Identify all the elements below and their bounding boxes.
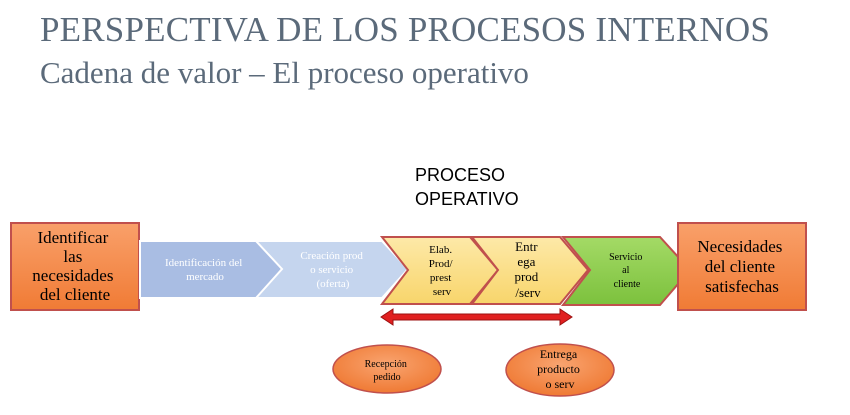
svg-text:Creación prod o servicio: Creación prod o servicio (oferta) <box>300 250 365 290</box>
chevron-1-line: mercado <box>186 271 224 283</box>
left-box-line: Identificar <box>37 228 108 247</box>
oval-entrega-producto: Entrega producto o serv <box>505 343 615 397</box>
process-label-line-1: PROCESO <box>415 165 506 185</box>
chevron-5-line: Servicio <box>609 252 642 263</box>
chevron-4-line: ega <box>517 254 535 269</box>
right-box-line: del cliente <box>705 257 775 276</box>
process-label-line-2: OPERATIVO <box>415 189 519 209</box>
process-span-arrow <box>380 308 573 326</box>
left-box-line: las <box>63 247 82 266</box>
oval-2-line: producto <box>537 362 580 376</box>
chevron-entrega-producto: Entr ega prod /serv <box>469 236 590 305</box>
right-box-line: Necesidades <box>697 237 782 256</box>
right-box-necesidades-satisfechas: Necesidades del cliente satisfechas <box>677 222 807 311</box>
left-box-identificar: Identificar las necesidades del cliente <box>10 222 140 311</box>
svg-text:Entrega producto o: Entrega producto o serv <box>537 347 583 391</box>
svg-text:Recepción pedido: Recepción pedido <box>365 359 410 383</box>
chevron-servicio-cliente: Servicio al cliente <box>560 236 692 306</box>
chevron-3-line: Prod/ <box>429 258 454 270</box>
chevron-elaboracion-producto: Elab. Prod/ prest serv <box>379 236 500 305</box>
oval-2-line: Entrega <box>540 347 578 361</box>
slide-subtitle: Cadena de valor – El proceso operativo <box>40 55 529 90</box>
chevron-1-line: Identificación del <box>165 257 242 269</box>
svg-text:Identificación del merca: Identificación del mercado <box>165 257 245 283</box>
chevron-3-line: Elab. <box>429 244 452 256</box>
left-box-line: necesidades <box>32 266 113 285</box>
chevron-3-line: serv <box>433 286 452 298</box>
chevron-2-line: Creación prod <box>300 250 363 262</box>
slide-title: PERSPECTIVA DE LOS PROCESOS INTERNOS <box>40 10 771 49</box>
right-box-line: satisfechas <box>705 277 779 296</box>
chevron-2-line: (oferta) <box>317 278 350 290</box>
chevron-4-line: /serv <box>515 285 541 300</box>
oval-1-line: Recepción <box>365 359 407 370</box>
svg-text:Entr ega prod: Entr ega prod /serv <box>514 239 541 300</box>
process-operativo-label: PROCESO OPERATIVO <box>415 163 519 211</box>
svg-text:Identificar las ne: Identificar las necesidades del cliente <box>32 228 117 304</box>
oval-2-line: o serv <box>546 377 575 391</box>
chevron-5-line: cliente <box>614 279 641 290</box>
svg-text:Necesidades del cliente: Necesidades del cliente satisfechas <box>697 237 786 296</box>
svg-text:Elab. Prod/ prest: Elab. Prod/ prest serv <box>429 244 456 298</box>
oval-1-line: pedido <box>373 372 400 383</box>
chevron-4-line: prod <box>514 269 538 284</box>
svg-text:Servicio al client: Servicio al cliente <box>609 252 645 290</box>
chevron-3-line: prest <box>430 272 451 284</box>
oval-recepcion-pedido: Recepción pedido <box>332 344 442 394</box>
chevron-4-line: Entr <box>515 239 538 254</box>
chevron-creacion-producto: Creación prod o servicio (oferta) <box>253 240 410 299</box>
chevron-2-line: o servicio <box>310 264 354 276</box>
chevron-5-line: al <box>622 265 629 276</box>
left-box-line: del cliente <box>40 285 110 304</box>
chevron-identificacion-mercado: Identificación del mercado <box>139 240 285 299</box>
